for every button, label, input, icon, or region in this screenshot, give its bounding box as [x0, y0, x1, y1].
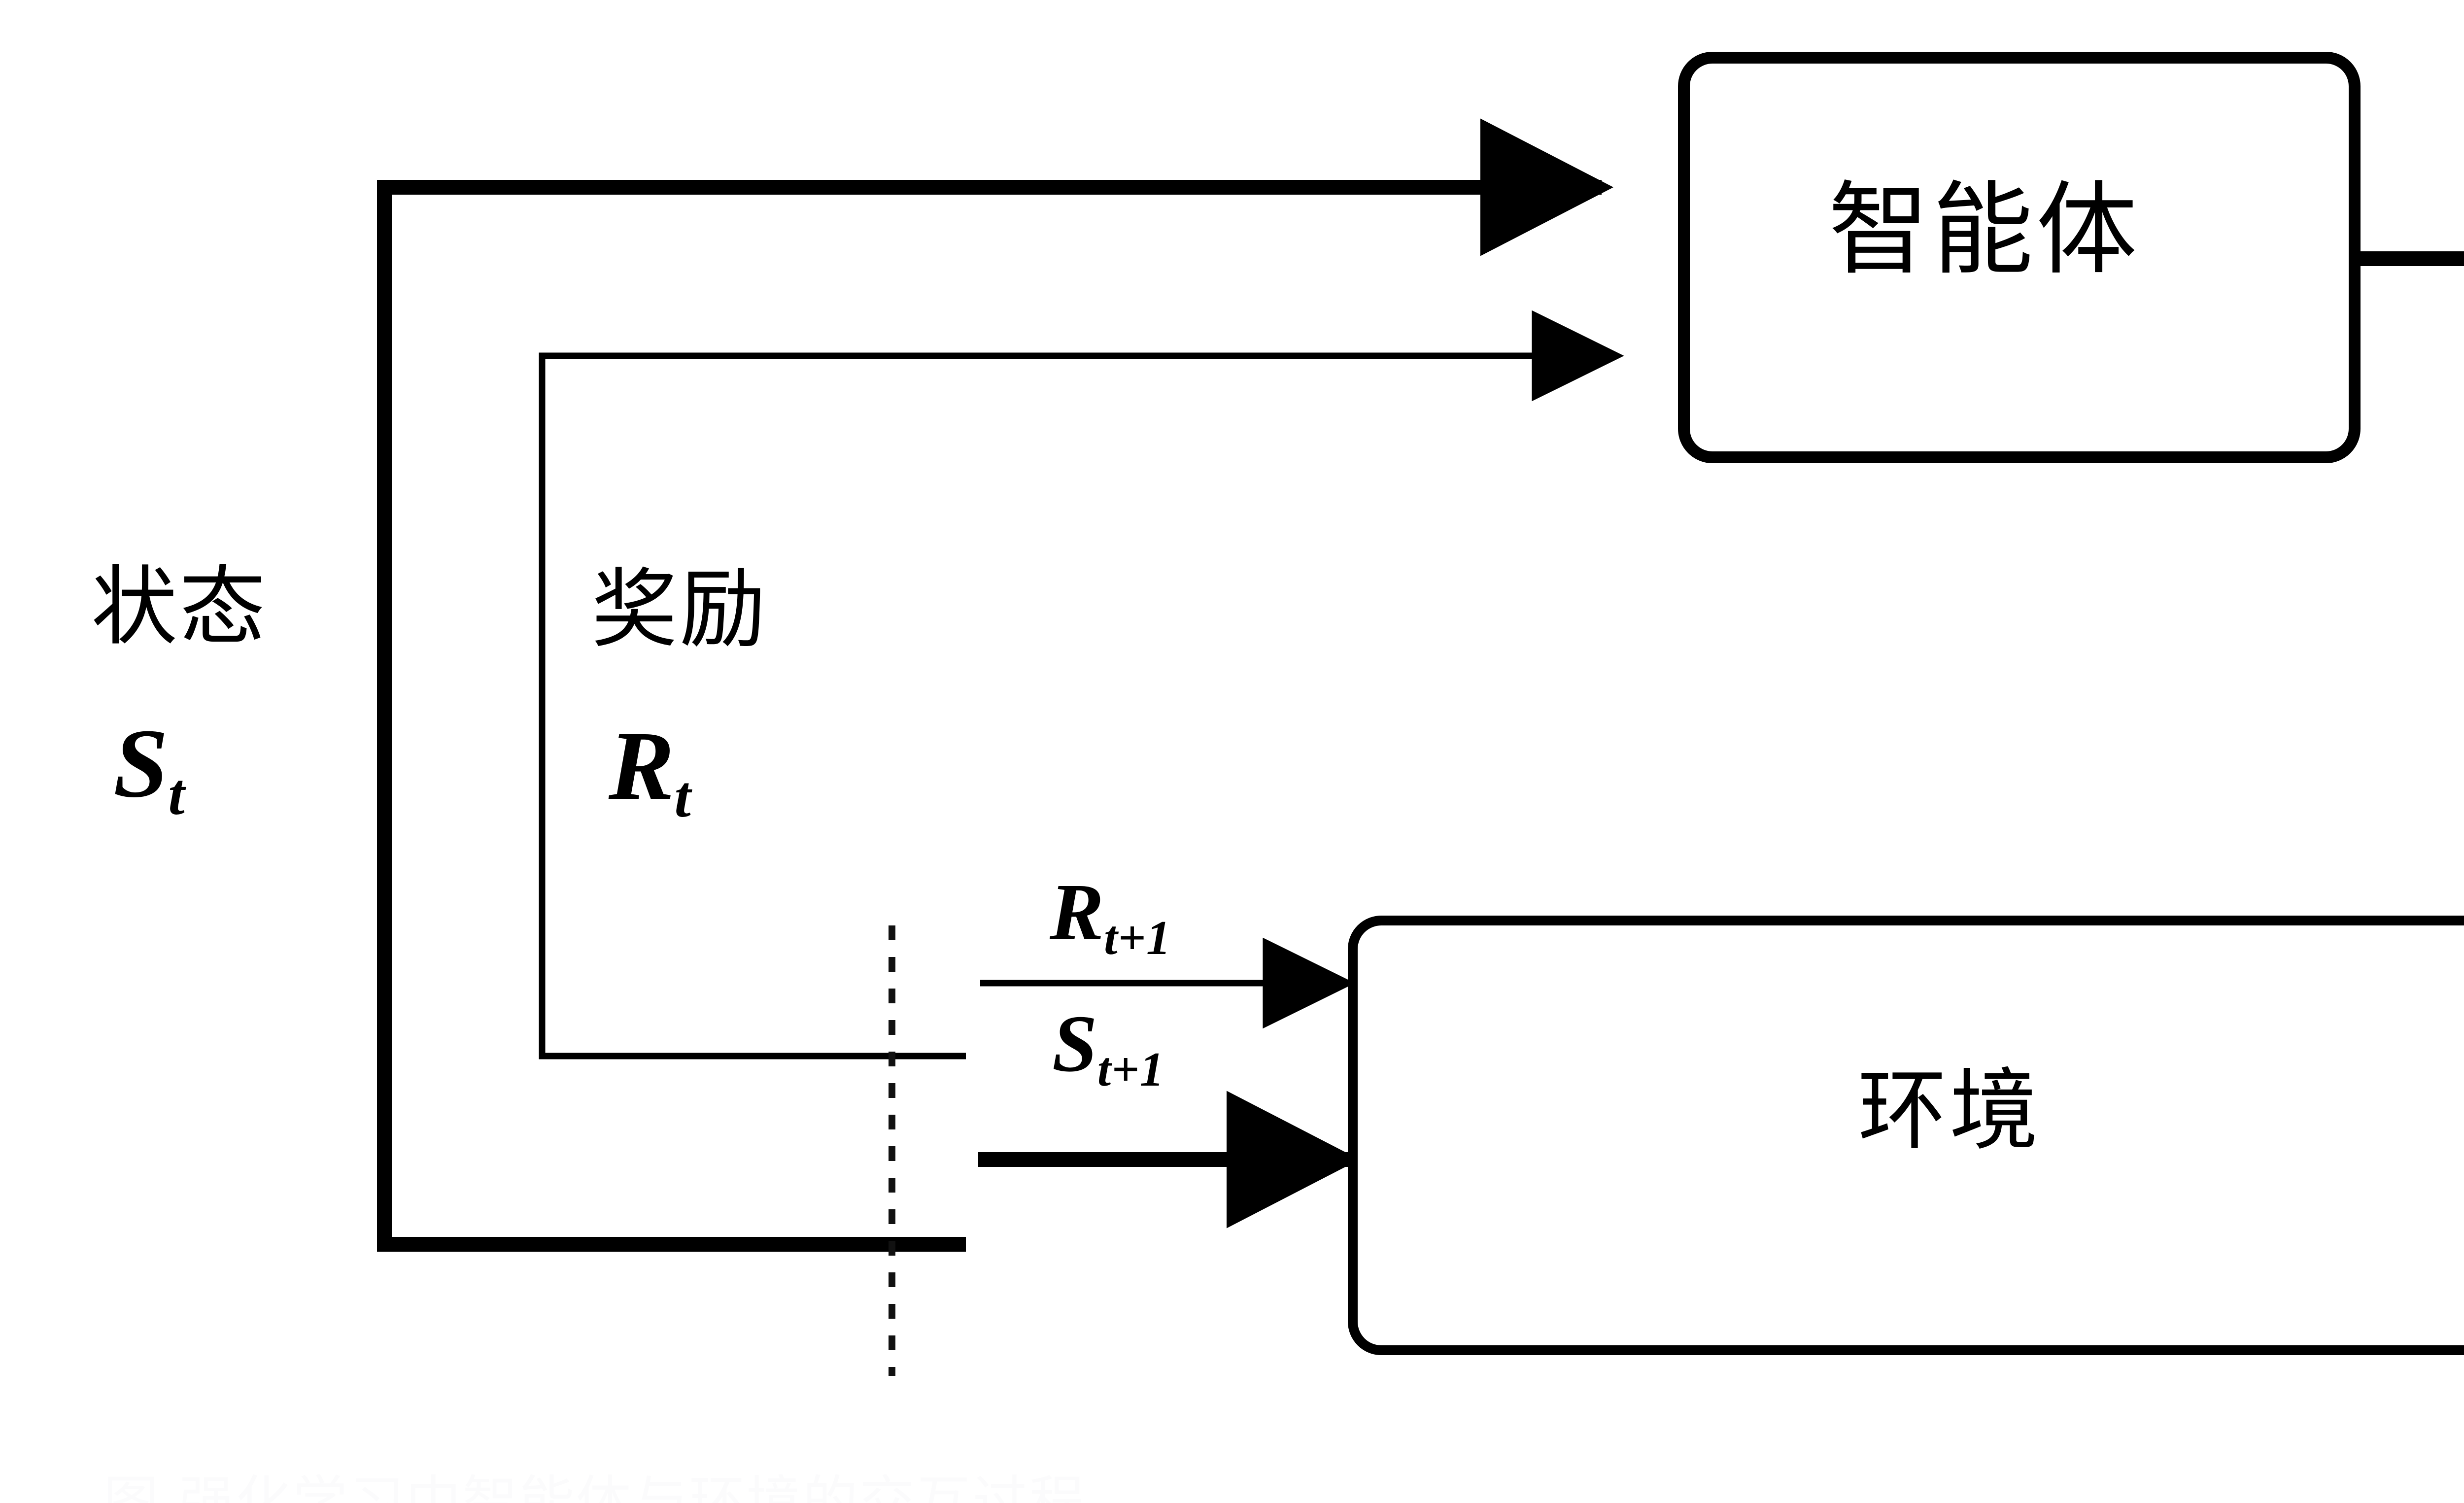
reward-symbol-base: R: [609, 712, 675, 820]
state-symbol-base: S: [113, 709, 169, 818]
reward-next-base: R: [1050, 867, 1104, 957]
environment-box[interactable]: [1348, 916, 2464, 1355]
reward-symbol: Rt: [609, 717, 691, 826]
reward-symbol-subscript: t: [674, 764, 691, 829]
state-next-base: S: [1052, 998, 1097, 1089]
state-symbol: St: [113, 715, 185, 824]
connector-state-feedback-loop: [377, 118, 1614, 1252]
state-label-text: 状态: [91, 557, 268, 657]
reward-label-text: 奖励: [591, 560, 768, 660]
state-symbol-subscript: t: [168, 761, 185, 827]
agent-box-label: 智能体: [1828, 171, 2140, 289]
state-next-symbol: St+1: [1052, 1003, 1164, 1094]
agent-box[interactable]: [1678, 52, 2361, 463]
reward-next-symbol: Rt+1: [1050, 871, 1171, 962]
connector-reward-feedback-loop: [539, 310, 1624, 1059]
reward-next-subscript: t+1: [1104, 911, 1171, 965]
environment-box-label: 环境: [1858, 1059, 2042, 1162]
figure-caption: 图 强化学习中智能体与环境的交互过程: [103, 1474, 1754, 1503]
state-next-subscript: t+1: [1097, 1042, 1165, 1096]
